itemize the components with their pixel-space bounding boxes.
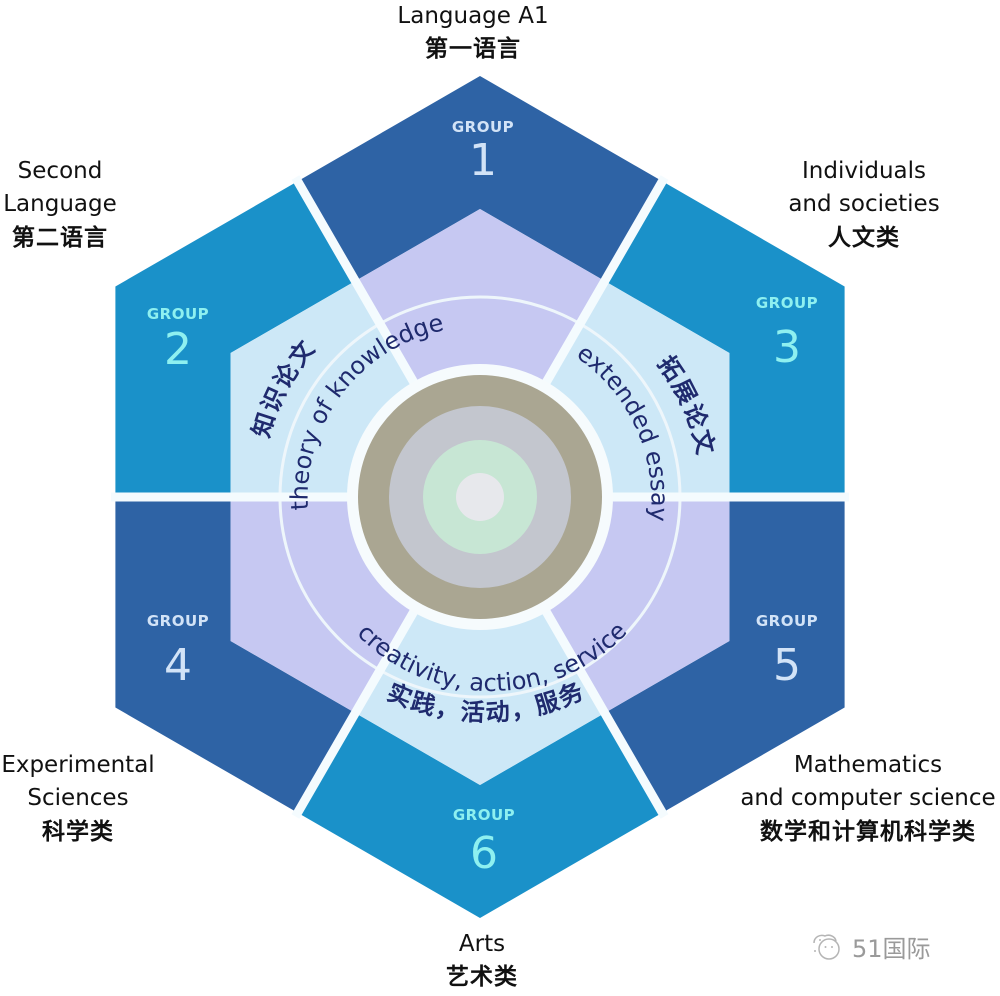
group-3-sector [604, 181, 845, 498]
svg-text:5: 5 [773, 640, 801, 691]
group-6-label-zh: 艺术类 [446, 964, 518, 991]
svg-text:GROUP: GROUP [453, 806, 515, 824]
svg-text:GROUP: GROUP [756, 612, 818, 630]
group-2-label: Second Language 第二语言 [0, 155, 120, 255]
svg-text:GROUP: GROUP [147, 612, 209, 630]
svg-text:1: 1 [469, 135, 497, 186]
svg-text:GROUP: GROUP [452, 118, 514, 136]
group-5-label-en-line1: Mathematics [793, 752, 943, 778]
group-3-label-en-line1: Individuals [802, 158, 926, 184]
svg-text:4: 4 [164, 640, 192, 691]
group-1-badge: GROUP 1 [452, 118, 514, 186]
group-5-label: Mathematics and computer science 数学和计算机科… [728, 749, 1000, 849]
group-2-badge: GROUP 2 [147, 305, 209, 375]
group-2-label-en-line2: Language [3, 191, 117, 218]
group-2-label-zh: 第二语言 [12, 224, 108, 251]
group-3-badge: GROUP 3 [756, 294, 818, 373]
group-3-label: Individuals and societies 人文类 [764, 155, 964, 255]
group-4-badge: GROUP 4 [147, 612, 209, 691]
group-6-sector [297, 713, 663, 918]
watermark: 51国际 [810, 926, 931, 966]
group-4-label-en-line1: Experimental [1, 752, 155, 778]
svg-text:3: 3 [773, 322, 801, 373]
group-4-label-zh: 科学类 [42, 818, 114, 845]
group-5-label-zh: 数学和计算机科学类 [760, 818, 976, 845]
group-4-sector [115, 497, 356, 813]
group-2-label-en-line1: Second [17, 158, 103, 184]
core-sector-6 [355, 497, 605, 785]
group-1-label-zh: 第一语言 [425, 36, 521, 63]
group-1-sector [297, 76, 663, 281]
svg-text:GROUP: GROUP [756, 294, 818, 312]
group-6-label-en: Arts [458, 931, 506, 957]
group-5-label-en-line2: and computer science [740, 785, 996, 812]
group-1-label: Language A1 第一语言 [373, 0, 573, 67]
group-2-sector [115, 181, 356, 498]
group-3-label-zh: 人文类 [828, 224, 900, 251]
center-core-dot [456, 473, 504, 521]
group-4-label: Experimental Sciences 科学类 [0, 749, 160, 849]
group-1-label-en: Language A1 [397, 3, 549, 29]
group-4-label-en-line2: Sciences [27, 785, 129, 812]
svg-text:2: 2 [164, 324, 192, 375]
group-6-label: Arts 艺术类 [392, 928, 572, 995]
watermark-text: 51国际 [852, 934, 931, 963]
group-6-badge: GROUP 6 [453, 806, 515, 879]
svg-text:GROUP: GROUP [147, 305, 209, 323]
group-5-sector [604, 497, 845, 813]
core-sector-1 [355, 209, 605, 497]
group-5-badge: GROUP 5 [756, 612, 818, 691]
wechat-smile-icon [813, 934, 840, 960]
svg-text:6: 6 [470, 828, 498, 879]
group-3-label-en-line2: and societies [788, 191, 940, 218]
